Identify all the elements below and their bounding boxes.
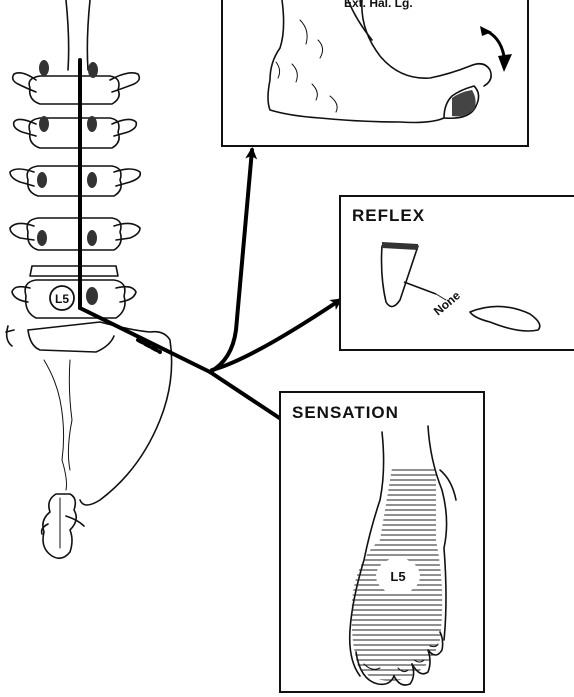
arrow-to-reflex (212, 300, 340, 370)
sensation-title: SENSATION (292, 403, 399, 422)
arrow-to-motor (210, 150, 252, 372)
motor-test-label: Ext. Hal. Lg. (344, 0, 413, 10)
spinal-cord (66, 0, 90, 70)
reflex-panel: REFLEX None (340, 196, 574, 350)
vertebra-l4 (10, 218, 140, 250)
intervertebral-disc (30, 266, 118, 276)
vertebra-l2 (14, 116, 137, 148)
reflex-title: REFLEX (352, 206, 425, 225)
lumbar-spine: L5 (6, 0, 172, 558)
vertebra-l1 (13, 60, 140, 104)
arrow-to-sensation (210, 372, 290, 425)
sensation-panel: SENSATION L5 (280, 392, 484, 692)
motor-panel-frame (222, 0, 528, 146)
sacrum (6, 322, 172, 558)
motor-panel: Ext. Hal. Lg. (222, 0, 528, 146)
vertebra-l3 (10, 166, 140, 196)
dermatome-label: L5 (390, 569, 405, 584)
spine-root-label: L5 (55, 292, 69, 306)
